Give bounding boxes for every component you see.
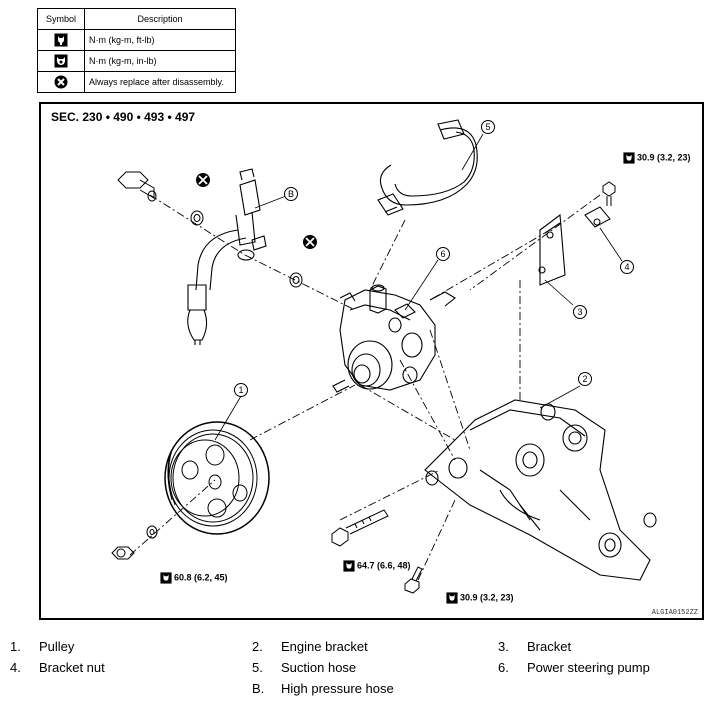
high-pressure-hose <box>187 168 267 345</box>
svg-text:4: 4 <box>624 262 629 272</box>
assembly-centerlines <box>129 194 601 581</box>
always-replace-icon <box>196 173 210 187</box>
section-title: SEC. 230 • 490 • 493 • 497 <box>51 110 196 124</box>
reference-code: ALGIA0152ZZ <box>651 609 698 617</box>
svg-text:2: 2 <box>582 374 587 384</box>
svg-text:B: B <box>288 189 294 199</box>
torque-wrench-icon <box>54 33 68 47</box>
bracket-nut <box>584 181 616 228</box>
torque-label: 64.7 (6.6, 48) <box>343 560 411 572</box>
svg-text:3: 3 <box>577 307 582 317</box>
torque-wrench-icon <box>160 572 172 584</box>
callout-1: 1 <box>234 383 248 397</box>
callout-3: 3 <box>573 305 587 319</box>
legend-description: Always replace after disassembly. <box>84 71 236 93</box>
torque-wrench-fine-icon <box>54 54 68 68</box>
symbol-legend-table: Symbol Description N·m (kg-m, ft-lb) N·m… <box>37 8 236 93</box>
pulley <box>164 421 270 535</box>
pump-mounting-bolt <box>331 509 389 547</box>
callout-2: 2 <box>578 372 592 386</box>
callout-leaders <box>214 133 623 441</box>
pulley-nut <box>111 525 158 560</box>
legend-row: Always replace after disassembly. <box>37 71 236 93</box>
svg-text:1: 1 <box>238 385 243 395</box>
engine-bracket <box>424 399 657 581</box>
callout-b: B <box>284 187 298 201</box>
torque-wrench-icon <box>446 592 458 604</box>
legend-header-row: Symbol Description <box>37 8 236 30</box>
copper-washers <box>190 210 303 288</box>
always-replace-icon <box>54 75 68 89</box>
torque-label: 60.8 (6.2, 45) <box>160 572 228 584</box>
torque-label: 30.9 (3.2, 23) <box>446 592 514 604</box>
callout-5: 5 <box>481 120 495 134</box>
torque-wrench-icon <box>623 152 635 164</box>
svg-text:5: 5 <box>485 122 490 132</box>
bracket-bolt <box>404 566 423 594</box>
suction-hose <box>377 119 478 216</box>
eye-bolt <box>117 171 157 202</box>
callout-6: 6 <box>436 247 450 261</box>
legend-row: N·m (kg-m, in-lb) <box>37 50 236 72</box>
always-replace-icon <box>303 235 317 249</box>
bracket <box>538 213 566 286</box>
power-steering-pump <box>332 284 456 393</box>
torque-wrench-icon <box>343 560 355 572</box>
callout-4: 4 <box>620 260 634 274</box>
svg-text:6: 6 <box>440 249 445 259</box>
torque-label: 30.9 (3.2, 23) <box>623 152 691 164</box>
diagram-frame <box>39 102 704 620</box>
